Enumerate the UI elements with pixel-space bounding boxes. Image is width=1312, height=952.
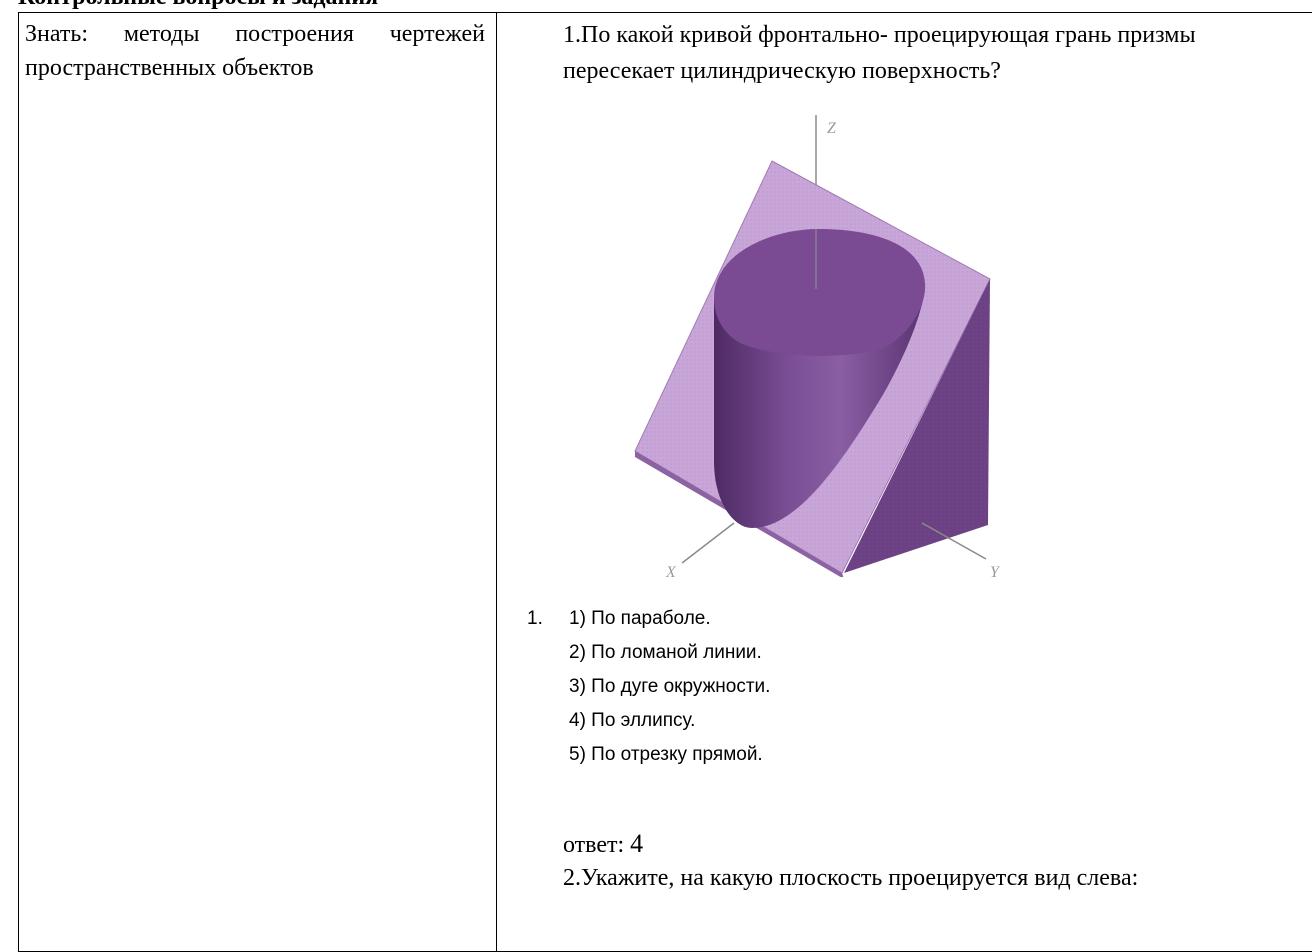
answer-line: ответ: 4 [563, 829, 643, 859]
x-axis-line [681, 522, 735, 564]
prism-cylinder-figure: Z X Y [634, 115, 1001, 577]
competency-cell: Знать: методы построения чертежей простр… [25, 17, 485, 85]
competency-text: Знать: методы построения чертежей простр… [25, 21, 485, 81]
prism-side-face [844, 279, 990, 573]
questions-table: Знать: методы построения чертежей простр… [18, 12, 1312, 952]
x-axis-label: X [665, 564, 677, 577]
column-divider [496, 13, 497, 951]
y-axis-label: Y [990, 564, 1001, 577]
z-axis-label: Z [827, 120, 837, 137]
question-cell: 1.По какой кривой фронтально- проецирующ… [505, 17, 1305, 891]
answer-option: 2) По ломаной линии. [569, 642, 762, 663]
answer-value: 4 [630, 829, 644, 858]
answer-label: ответ: [563, 832, 625, 858]
y-axis-line [921, 522, 987, 560]
answer-option: 3) По дуге окружности. [569, 676, 771, 697]
answer-option: 1) По параболе. [569, 608, 711, 629]
list-number: 1. [527, 608, 543, 629]
answer-option: 4) По эллипсу. [569, 710, 696, 731]
question-2-text: 2.Укажите, на какую плоскость проецирует… [563, 865, 1139, 891]
answer-option: 5) По отрезку прямой. [569, 744, 763, 765]
cylinder-top [714, 229, 926, 356]
question-1-text: 1.По какой кривой фронтально- проецирующ… [563, 22, 1196, 84]
section-heading: Контрольные вопросы и задания [18, 0, 378, 11]
